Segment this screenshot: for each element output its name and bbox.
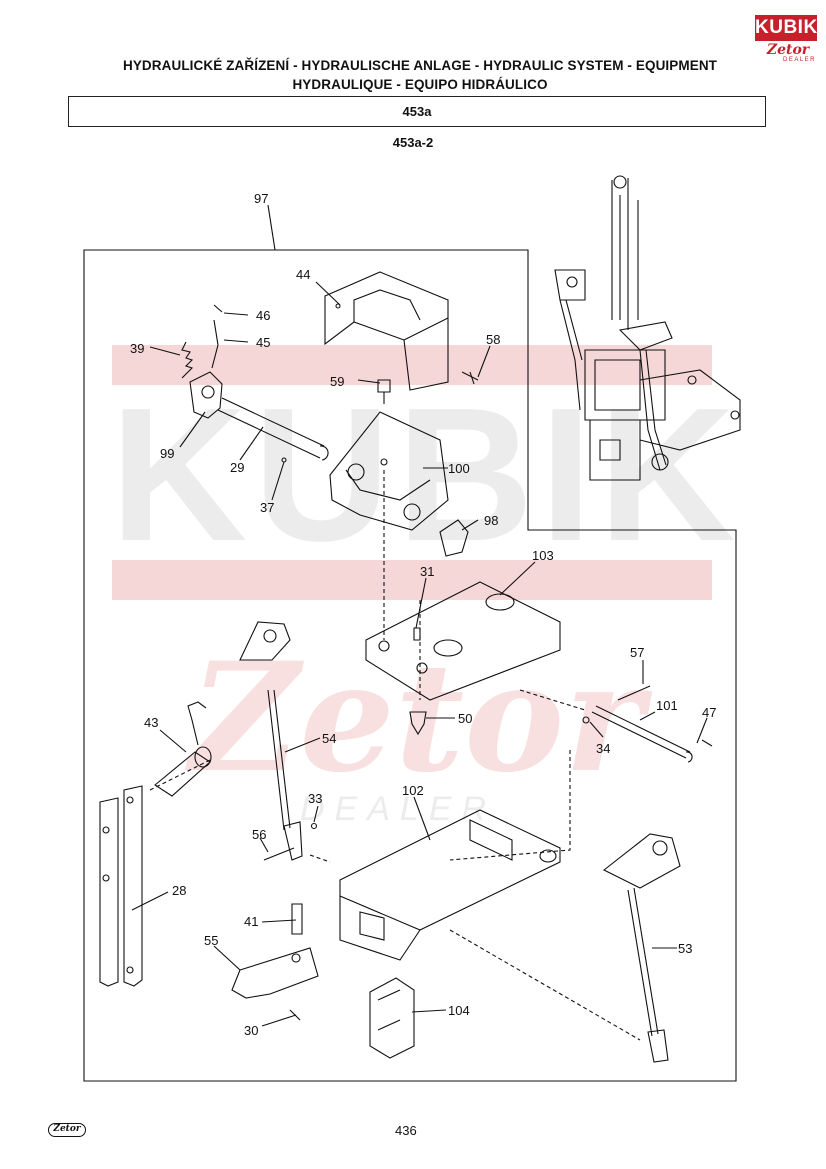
part-label: 41	[244, 914, 259, 929]
part-label: 53	[678, 941, 693, 956]
part-label: 58	[486, 332, 501, 347]
group-code: 453a	[402, 104, 432, 119]
part-104-clamp	[369, 977, 415, 1059]
watermark-band-top	[112, 345, 712, 385]
watermark-sub: Zetor	[185, 630, 653, 806]
part-label: 39	[130, 341, 145, 356]
logo-dealer: DEALER	[783, 57, 817, 63]
part-57-pin	[617, 685, 651, 701]
part-label: 31	[420, 564, 435, 579]
part-39-spring	[181, 341, 194, 379]
part-59-bolt	[377, 379, 391, 404]
inset-assembly	[554, 175, 741, 481]
assembly-frame	[83, 249, 737, 1082]
part-label: 104	[448, 1003, 470, 1018]
part-label: 54	[322, 731, 337, 746]
part-label: 56	[252, 827, 267, 842]
title-line-2: HYDRAULIQUE - EQUIPO HIDRÁULICO	[292, 77, 548, 92]
page-number: 436	[395, 1123, 417, 1138]
part-label: 57	[630, 645, 645, 660]
part-34-washer	[582, 716, 590, 724]
part-44-cover	[324, 271, 449, 391]
kubik-zetor-logo: KUBIK Zetor DEALER	[755, 15, 817, 67]
leader-lines	[131, 204, 708, 1027]
part-37-pin	[281, 457, 287, 463]
part-53-rod	[602, 833, 681, 1063]
part-30-pin	[289, 1009, 301, 1021]
part-58-bolt	[461, 371, 479, 385]
part-label: 103	[532, 548, 554, 563]
part-label: 45	[256, 335, 271, 350]
part-102-frame	[339, 809, 561, 961]
part-100-bracket	[329, 411, 449, 531]
part-label: 100	[448, 461, 470, 476]
part-label: 44	[296, 267, 311, 282]
part-99-lever	[189, 371, 223, 419]
part-label: 43	[144, 715, 159, 730]
part-43-pin	[154, 701, 212, 797]
part-label: 33	[308, 791, 323, 806]
part-47-pin	[701, 739, 713, 747]
part-54-rod	[239, 621, 303, 861]
part-label: 47	[702, 705, 717, 720]
part-label: 29	[230, 460, 245, 475]
part-41-pin	[291, 903, 303, 935]
assembly-axes	[149, 470, 641, 1041]
part-label: 34	[596, 741, 611, 756]
part-label: 102	[402, 783, 424, 798]
part-label: 37	[260, 500, 275, 515]
part-label: 55	[204, 933, 219, 948]
part-label: 98	[484, 513, 499, 528]
part-56-pin	[263, 847, 295, 861]
part-label: 30	[244, 1023, 259, 1038]
part-29-shaft	[217, 397, 329, 461]
group-code-box: 453a	[68, 96, 766, 127]
part-45-46-pins	[211, 304, 223, 369]
watermark: KUBIK Zetor DEALER	[110, 345, 742, 828]
watermark-brand: KUBIK	[110, 369, 742, 581]
logo-brand: KUBIK	[755, 15, 817, 41]
part-28-bracket	[99, 785, 143, 987]
logo-sub: Zetor	[766, 42, 810, 58]
part-98-bushing	[439, 519, 469, 557]
part-50-fitting	[409, 711, 427, 736]
part-label: 97	[254, 191, 269, 206]
footer-brand-logo: Zetor	[48, 1123, 86, 1137]
watermark-band-bottom	[112, 560, 712, 600]
part-33-washer	[310, 822, 318, 830]
part-label: 50	[458, 711, 473, 726]
part-label: 46	[256, 308, 271, 323]
part-label: 99	[160, 446, 175, 461]
part-55-hook	[231, 947, 319, 999]
part-103-plate	[365, 581, 561, 701]
part-label: 28	[172, 883, 187, 898]
part-31-bolt	[413, 627, 421, 641]
part-label: 101	[656, 698, 678, 713]
watermark-dealer: DEALER	[300, 790, 496, 828]
part-101-shaft	[591, 705, 693, 763]
title-line-1: HYDRAULICKÉ ZAŘÍZENÍ - HYDRAULISCHE ANLA…	[122, 58, 718, 73]
part-label: 59	[330, 374, 345, 389]
sheet-code: 453a-2	[392, 135, 434, 150]
